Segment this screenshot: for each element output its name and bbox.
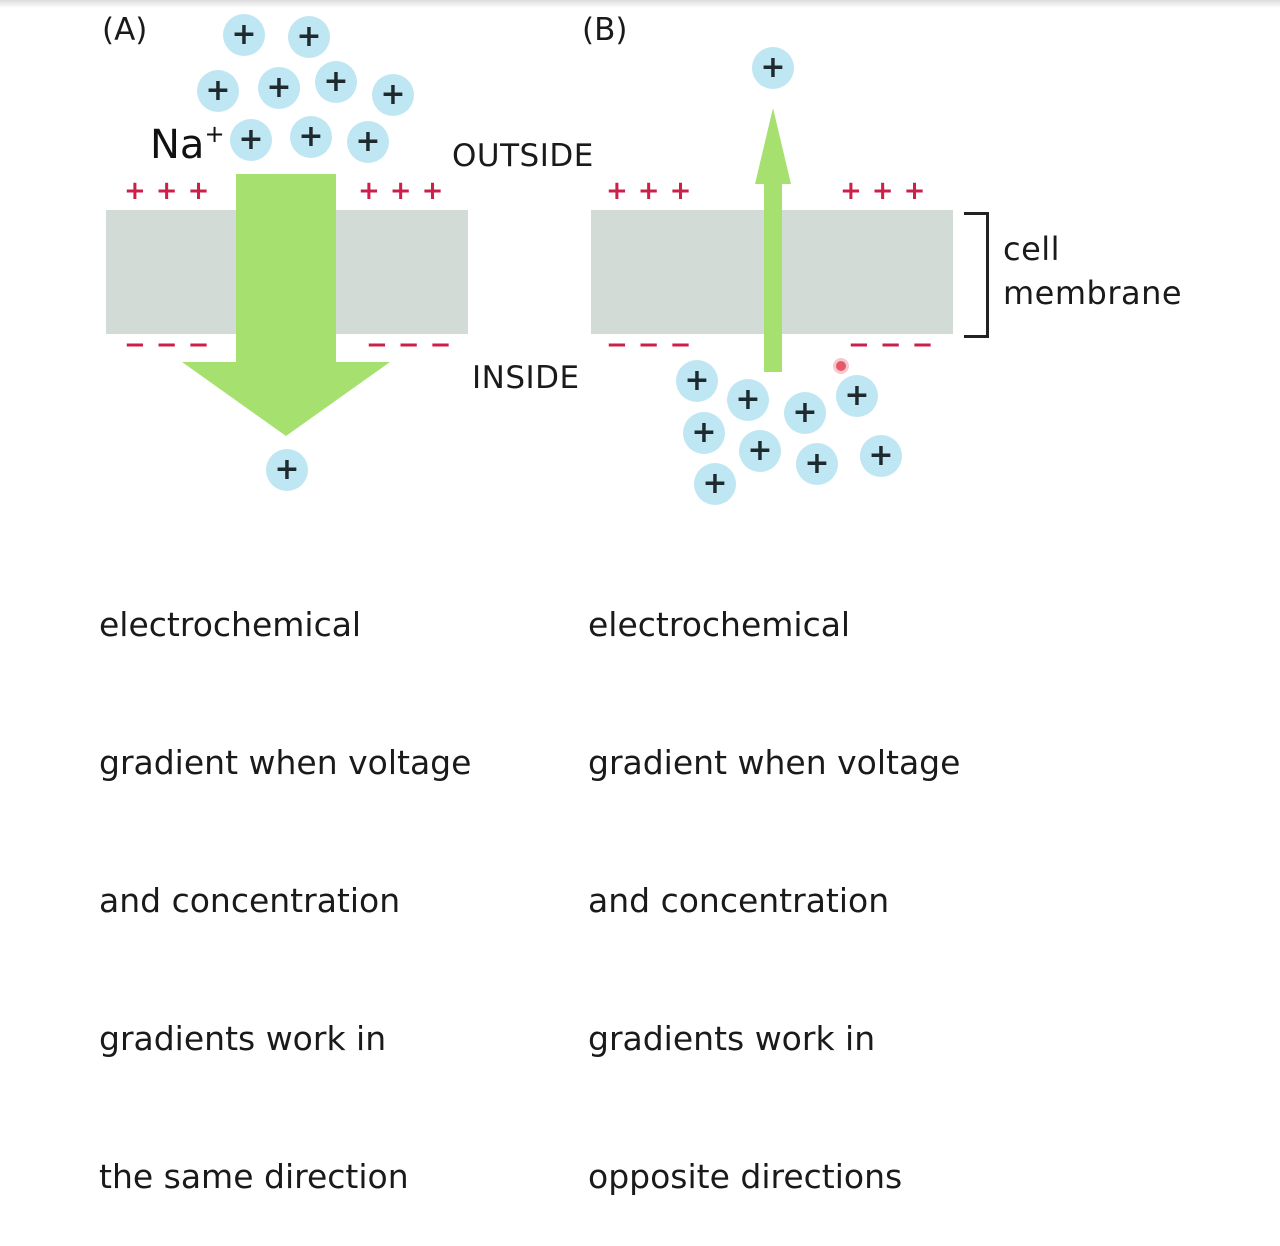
sodium-ion: + (372, 74, 414, 116)
positive-charges-left: +++ (124, 176, 220, 206)
positive-charges-right: +++ (358, 176, 454, 206)
sodium-ion: + (197, 70, 239, 112)
negative-charges-right: −−− (366, 330, 462, 360)
inside-label: INSIDE (472, 360, 580, 396)
sodium-ion: + (290, 116, 332, 158)
caption-b: electrochemical gradient when voltage an… (588, 510, 960, 1246)
panel-b-label: (B) (582, 12, 628, 48)
gradient-arrow-down (182, 174, 390, 436)
negative-charges-left: −−− (124, 330, 220, 360)
positive-charges-left: +++ (606, 176, 702, 206)
caption-line: gradient when voltage (99, 743, 472, 782)
caption-line: gradient when voltage (588, 743, 961, 782)
marker-dot (836, 361, 846, 371)
ion-symbol: Na (150, 122, 205, 168)
sodium-ion: + (739, 430, 781, 472)
top-shade (0, 0, 1280, 8)
sodium-ion: + (288, 16, 330, 58)
sodium-ion: + (727, 379, 769, 421)
sodium-ion: + (796, 443, 838, 485)
gradient-arrow-up (755, 108, 791, 372)
ion-charge: + (204, 120, 225, 148)
sodium-ion: + (694, 463, 736, 505)
cell-membrane-label-line1: cell (1003, 230, 1061, 268)
negative-charges-left: −−− (606, 330, 702, 360)
sodium-ion: + (752, 47, 794, 89)
sodium-ion: + (784, 392, 826, 434)
sodium-ion: + (836, 375, 878, 417)
caption-line: opposite directions (588, 1157, 903, 1196)
negative-charges-right: −−− (848, 330, 944, 360)
caption-line: gradients work in (588, 1019, 876, 1058)
caption-line: gradients work in (99, 1019, 387, 1058)
sodium-ion: + (347, 121, 389, 163)
sodium-ion: + (258, 67, 300, 109)
panel-a-label: (A) (102, 12, 148, 48)
sodium-ion: + (223, 14, 265, 56)
sodium-ion: + (315, 61, 357, 103)
caption-a: electrochemical gradient when voltage an… (99, 510, 471, 1246)
sodium-ion: + (230, 119, 272, 161)
sodium-ion: + (860, 435, 902, 477)
caption-line: and concentration (588, 881, 890, 920)
membrane-bracket (964, 212, 989, 338)
caption-line: and concentration (99, 881, 401, 920)
sodium-ion: + (683, 412, 725, 454)
caption-line: electrochemical (99, 605, 362, 644)
positive-charges-right: +++ (840, 176, 936, 206)
caption-line: electrochemical (588, 605, 851, 644)
sodium-ion-label: Na+ (150, 120, 225, 168)
cell-membrane-label-line2: membrane (1003, 274, 1183, 312)
sodium-ion: + (266, 449, 308, 491)
caption-line: the same direction (99, 1157, 409, 1196)
outside-label: OUTSIDE (452, 138, 594, 174)
sodium-ion: + (676, 360, 718, 402)
